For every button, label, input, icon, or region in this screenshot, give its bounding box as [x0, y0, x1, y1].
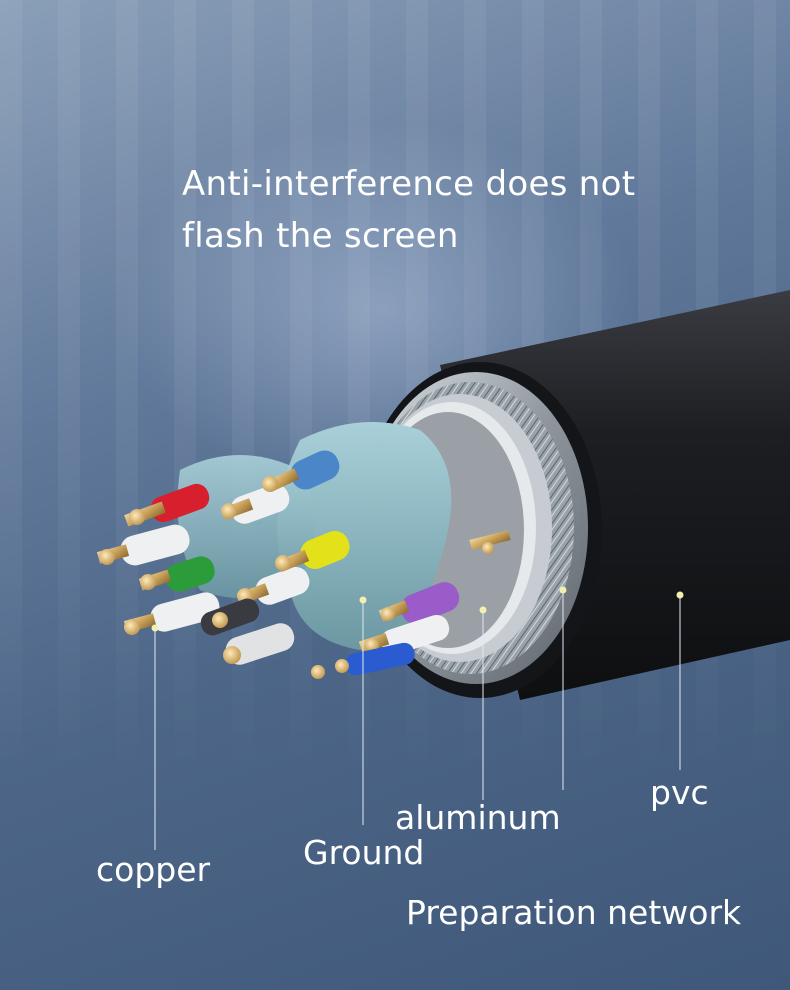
- pvc-callout-dot: [676, 591, 684, 599]
- callout-dots: [151, 586, 684, 632]
- headline-line-2: flash the screen: [182, 216, 459, 256]
- copper-label: copper: [96, 850, 211, 889]
- braid-callout-dot: [559, 586, 567, 594]
- ground-callout-dot: [359, 596, 367, 604]
- ground-label: Ground: [303, 833, 425, 872]
- aluminum-callout-dot: [479, 606, 487, 614]
- copper-callout-dot: [151, 624, 159, 632]
- pvc-label: pvc: [650, 773, 709, 812]
- ground-drain-wire: [469, 530, 511, 554]
- yellow-wire-pair: [200, 530, 350, 665]
- aluminum-label: aluminum: [395, 798, 561, 837]
- headline-line-1: Anti-interference does not: [182, 164, 636, 204]
- red-wire-pair: [96, 483, 210, 566]
- blue-wire-pair: [220, 450, 340, 524]
- callout-lines: [154, 590, 681, 850]
- preparation-network-label: Preparation network: [406, 893, 742, 932]
- headline: Anti-interference does not flash the scr…: [182, 158, 702, 262]
